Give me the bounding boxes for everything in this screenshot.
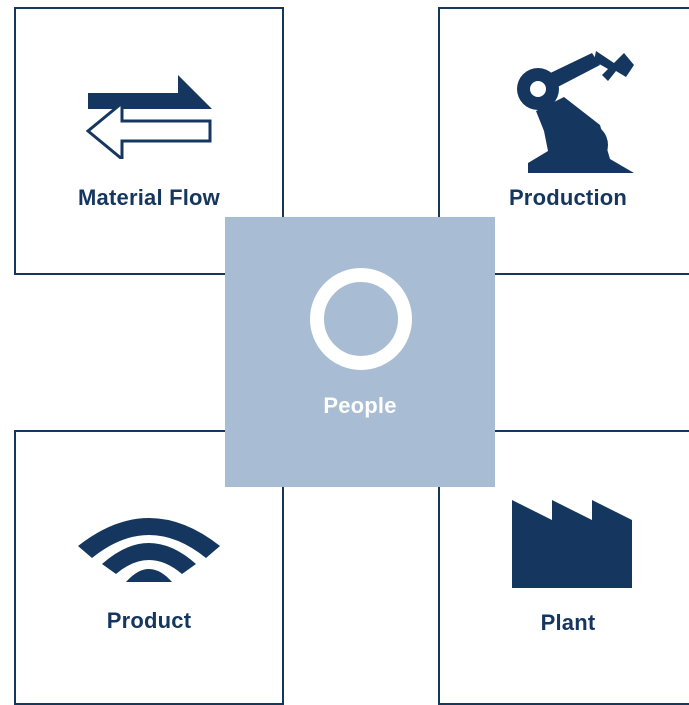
production-label: Production <box>508 185 628 210</box>
factory-icon <box>512 500 632 588</box>
people-tile[interactable]: People <box>225 217 495 487</box>
people-label: People <box>323 393 397 418</box>
ring-icon <box>310 268 412 370</box>
plant-label: Plant <box>540 610 596 635</box>
wireless-signal-icon <box>78 518 220 582</box>
product-label: Product <box>106 608 192 633</box>
robot-arm-icon <box>517 51 634 173</box>
two-way-arrows-icon <box>86 75 212 159</box>
material-flow-label: Material Flow <box>78 185 220 210</box>
material-flow-tile[interactable]: Material Flow <box>14 7 284 275</box>
